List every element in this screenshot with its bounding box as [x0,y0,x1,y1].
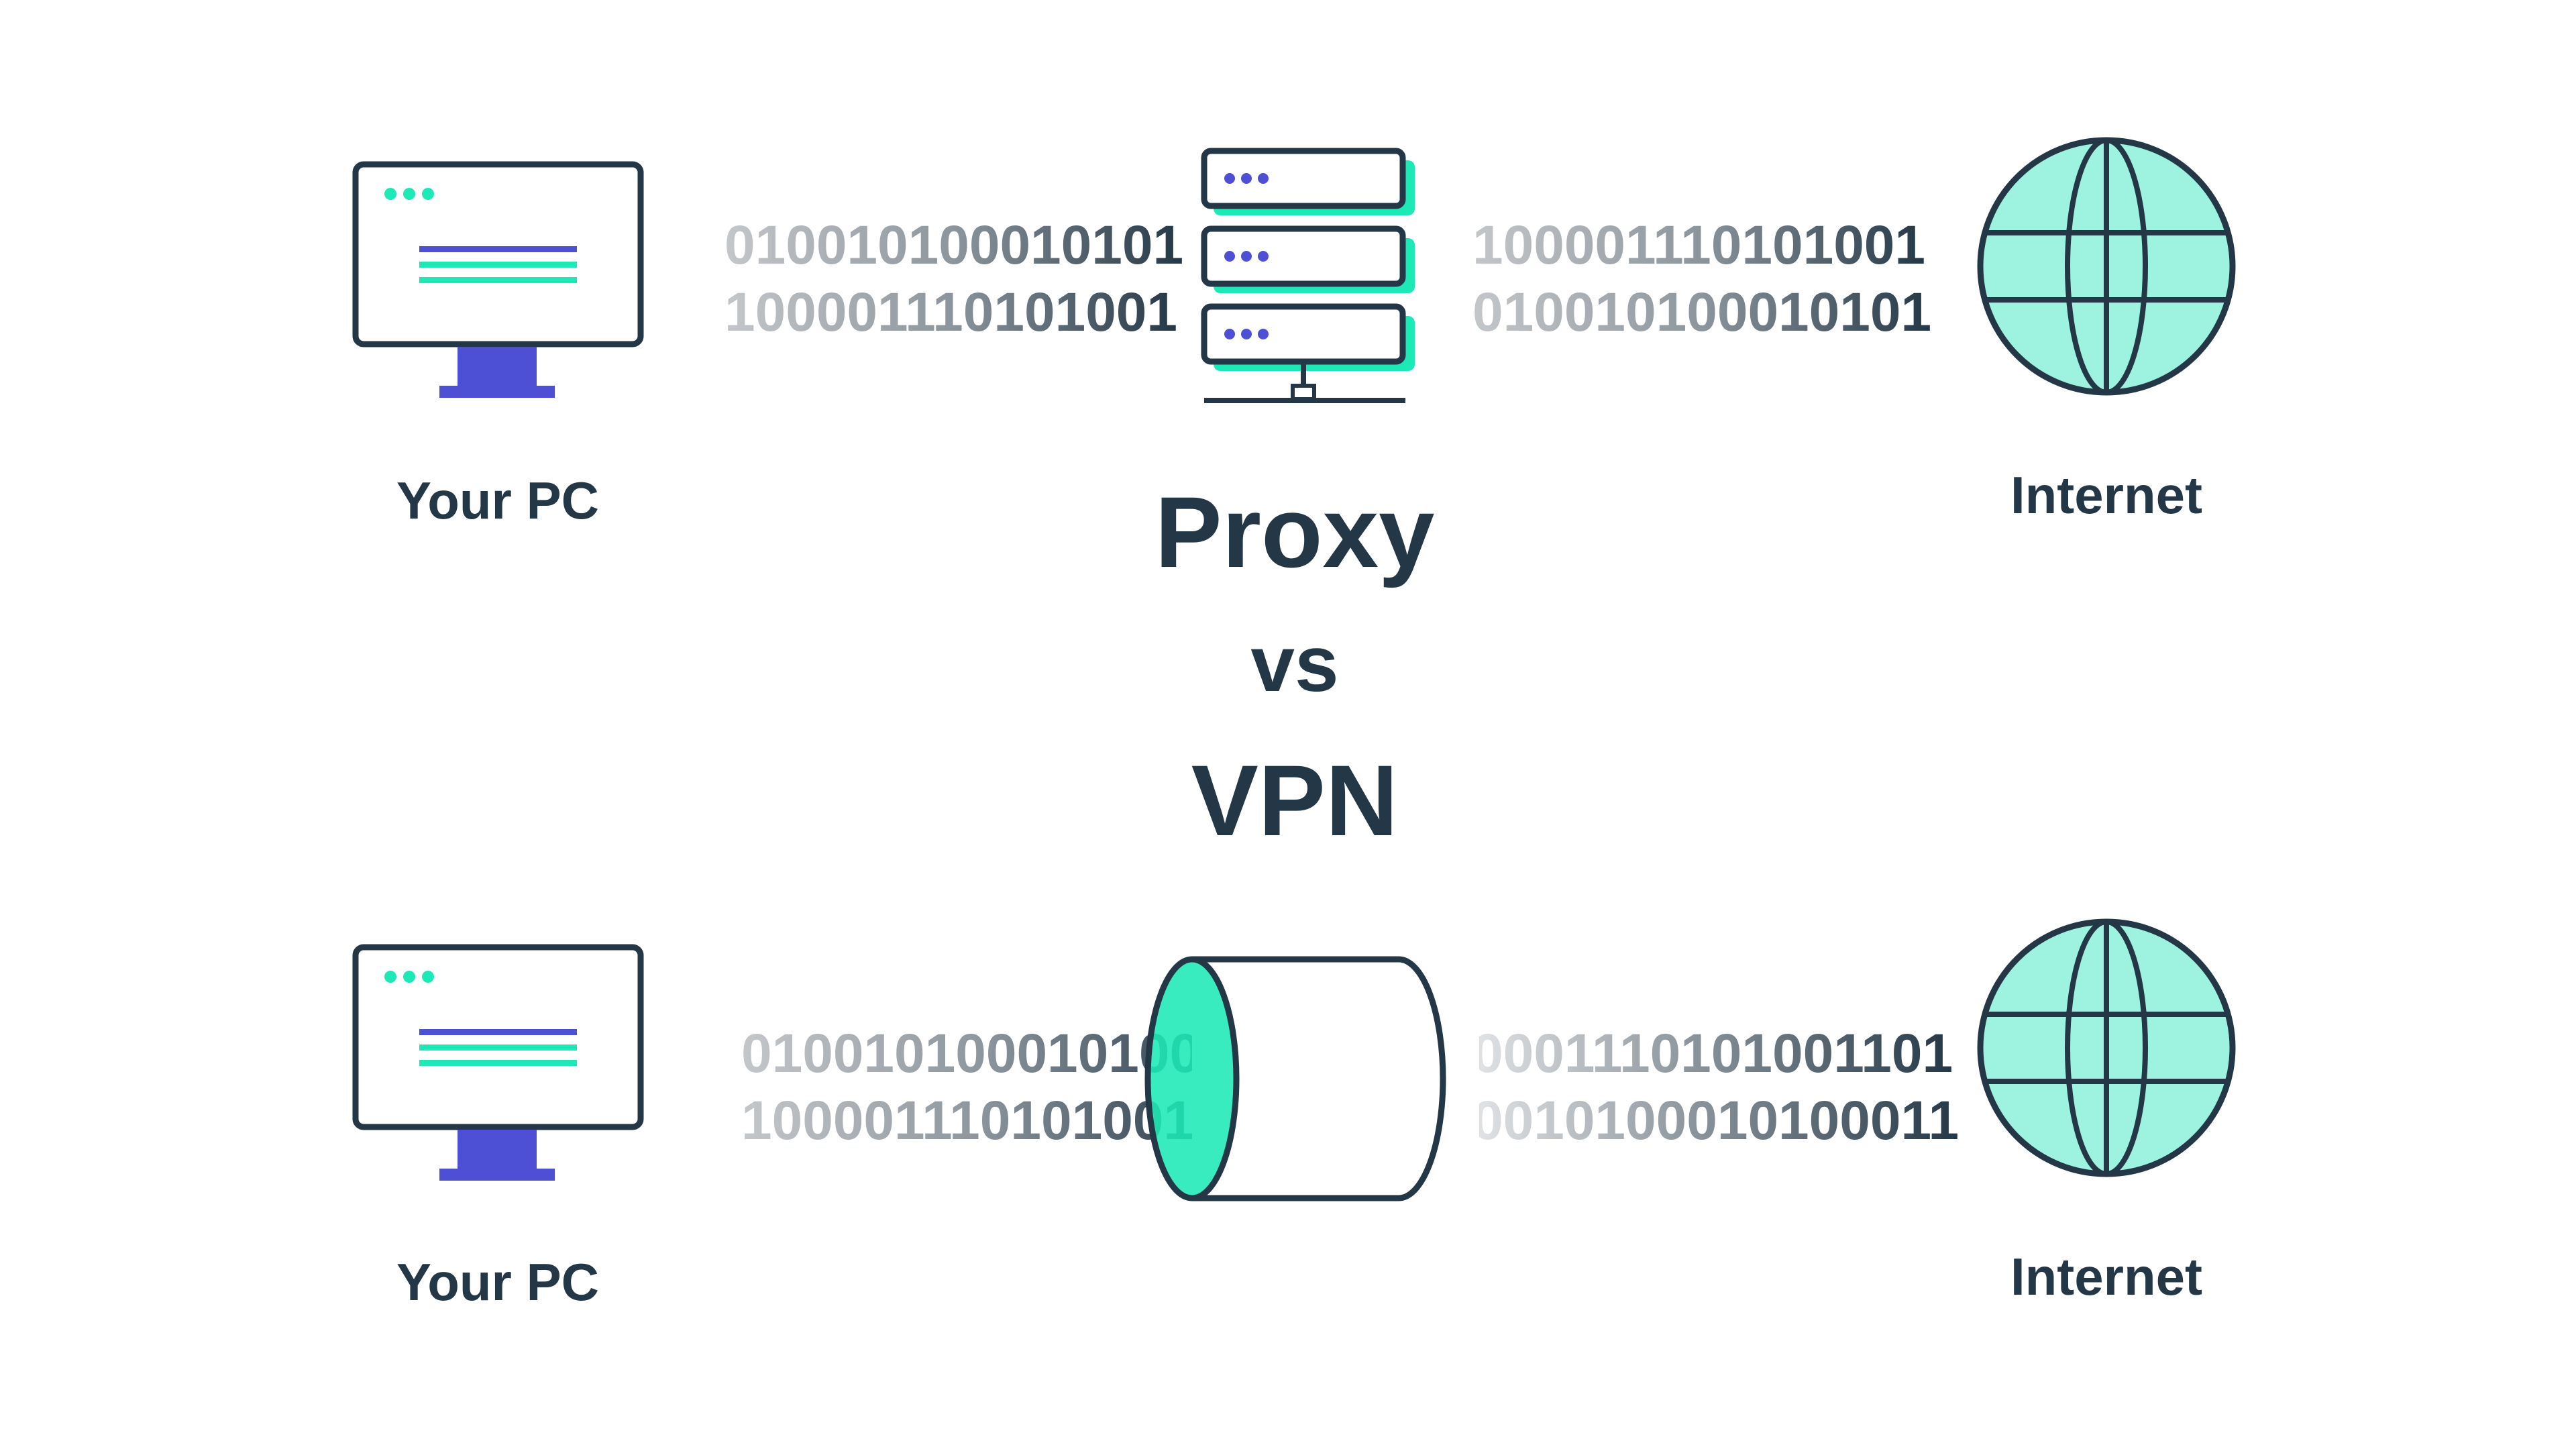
pc-label: Your PC [396,471,599,530]
title-block: Proxy vs VPN [1155,476,1435,857]
binary-stream-line: 0010100010100011 [1472,1090,1959,1151]
globe-icon [1977,137,2236,396]
vpn-row: Your PC 0100101000101001 100001110101001… [352,918,2236,1311]
binary-stream-line: 1000011101010011 [741,1090,1222,1151]
desktop-monitor-icon [352,161,644,398]
pc-label: Your PC [396,1252,599,1311]
binary-stream-line: 100001110101001 [1472,215,1925,276]
binary-stream-line: 0001110101001101 [1472,1023,1953,1084]
server-stack-icon [1201,148,1415,403]
title-vs: vs [1250,620,1338,708]
proxy-row: Your PC 010010100010101 100001110101001 [352,137,2236,530]
desktop-monitor-icon [352,944,644,1181]
internet-label: Internet [2010,1247,2202,1306]
internet-label: Internet [2010,466,2202,525]
binary-stream-line: 010010100010101 [724,215,1183,276]
title-proxy: Proxy [1155,476,1435,588]
globe-icon [1977,918,2236,1177]
binary-stream-line: 100001110101001 [724,282,1177,343]
binary-stream-line: 010010100010101 [1472,282,1931,343]
title-vpn: VPN [1191,744,1398,857]
tunnel-cylinder-icon [1144,956,1446,1201]
